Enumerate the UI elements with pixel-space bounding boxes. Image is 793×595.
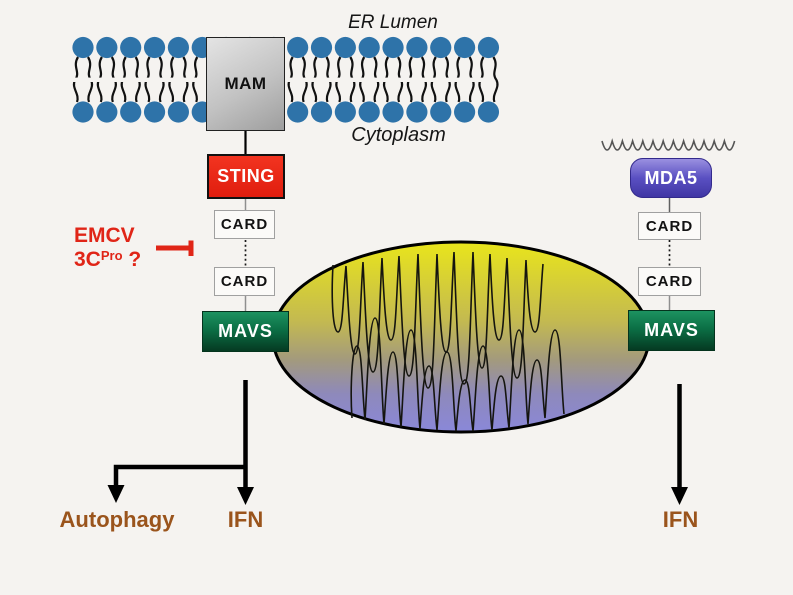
card-domain-left-1: CARD	[214, 210, 275, 239]
ifn-label-right: IFN	[662, 507, 699, 532]
autophagy-arrowhead-icon	[107, 485, 125, 503]
connectors	[244, 131, 671, 312]
emcv-question: ?	[122, 247, 142, 271]
sting-box: STING	[207, 154, 285, 199]
output-arrows	[107, 380, 688, 505]
ifn-arrowhead-right-icon	[671, 487, 688, 505]
card-domain-right-1: CARD	[638, 212, 701, 240]
emcv-line2: 3CPro ?	[74, 247, 142, 271]
mitochondrion	[271, 240, 651, 434]
mavs-box-right: MAVS	[628, 310, 715, 351]
mavs-box-left: MAVS	[202, 311, 289, 352]
er-lumen-label: ER Lumen	[348, 12, 438, 33]
rna-squiggle-icon	[601, 138, 736, 151]
ifn-label-left: IFN	[227, 507, 264, 532]
autophagy-branch-shaft	[113, 464, 246, 486]
ifn-arrowhead-left-icon	[237, 487, 254, 505]
emcv-line1: EMCV	[74, 224, 135, 247]
emcv-superscript: Pro	[100, 247, 123, 263]
autophagy-label: Autophagy	[59, 507, 175, 532]
card-domain-left-2: CARD	[214, 267, 275, 296]
emcv-3cpro-label: EMCV 3CPro ?	[74, 224, 141, 271]
mam-box: MAM	[206, 37, 285, 131]
cristae-bottom	[350, 317, 565, 432]
card-domain-right-2: CARD	[638, 267, 701, 296]
inhibition-tbar-icon	[156, 240, 194, 256]
mda5-box: MDA5	[630, 158, 712, 198]
cytoplasm-label: Cytoplasm	[351, 124, 446, 146]
cristae-top	[331, 251, 544, 389]
